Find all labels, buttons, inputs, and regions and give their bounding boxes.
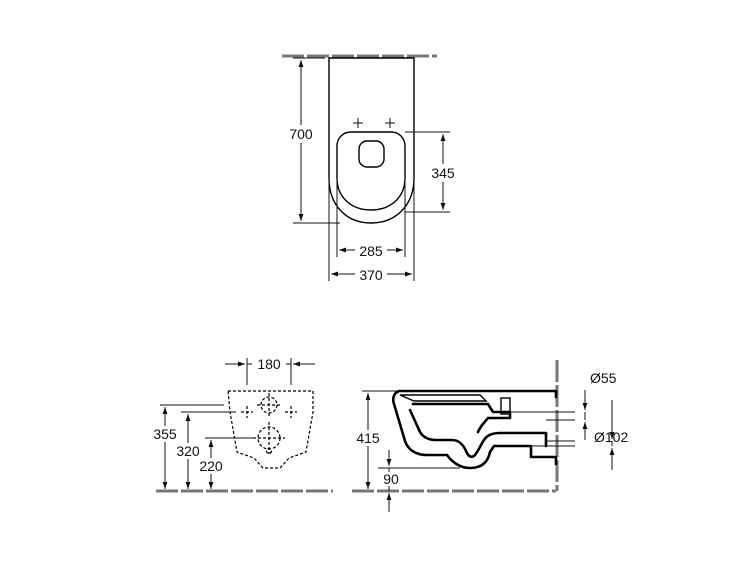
side-inlet-connector [500,397,511,415]
top-fixing-cross-right [385,118,395,128]
side-rim-edge [399,394,488,402]
front-fixing-cross-right [285,406,297,418]
dim-55-label: Ø55 [590,370,617,386]
dim-90-label: 90 [383,471,399,487]
dim-285-label: 285 [359,243,383,259]
front-view: 180 355 320 220 [150,356,333,493]
top-view: 700 345 285 370 [282,54,460,283]
dim-345-label: 345 [431,165,455,181]
dim-320-label: 320 [176,443,200,459]
side-bowl-profile [391,389,558,470]
front-fixing-cross-left [241,406,253,418]
front-wall-plate-outline [227,390,314,469]
dim-370-label: 370 [359,267,383,283]
dim-700-label: 700 [289,126,313,142]
dim-355-label: 355 [153,426,177,442]
front-small-hole [265,447,273,455]
dim-102-label: Ø102 [594,429,628,445]
dim-180-label: 180 [257,356,281,372]
top-bowl-outline [328,57,415,224]
top-inner-rim [336,131,406,211]
side-view: 415 90 Ø55 Ø102 [352,360,628,512]
top-drain [358,140,385,168]
dim-415-label: 415 [356,430,380,446]
dim-220-label: 220 [199,458,223,474]
top-fixing-cross-left [353,118,363,128]
